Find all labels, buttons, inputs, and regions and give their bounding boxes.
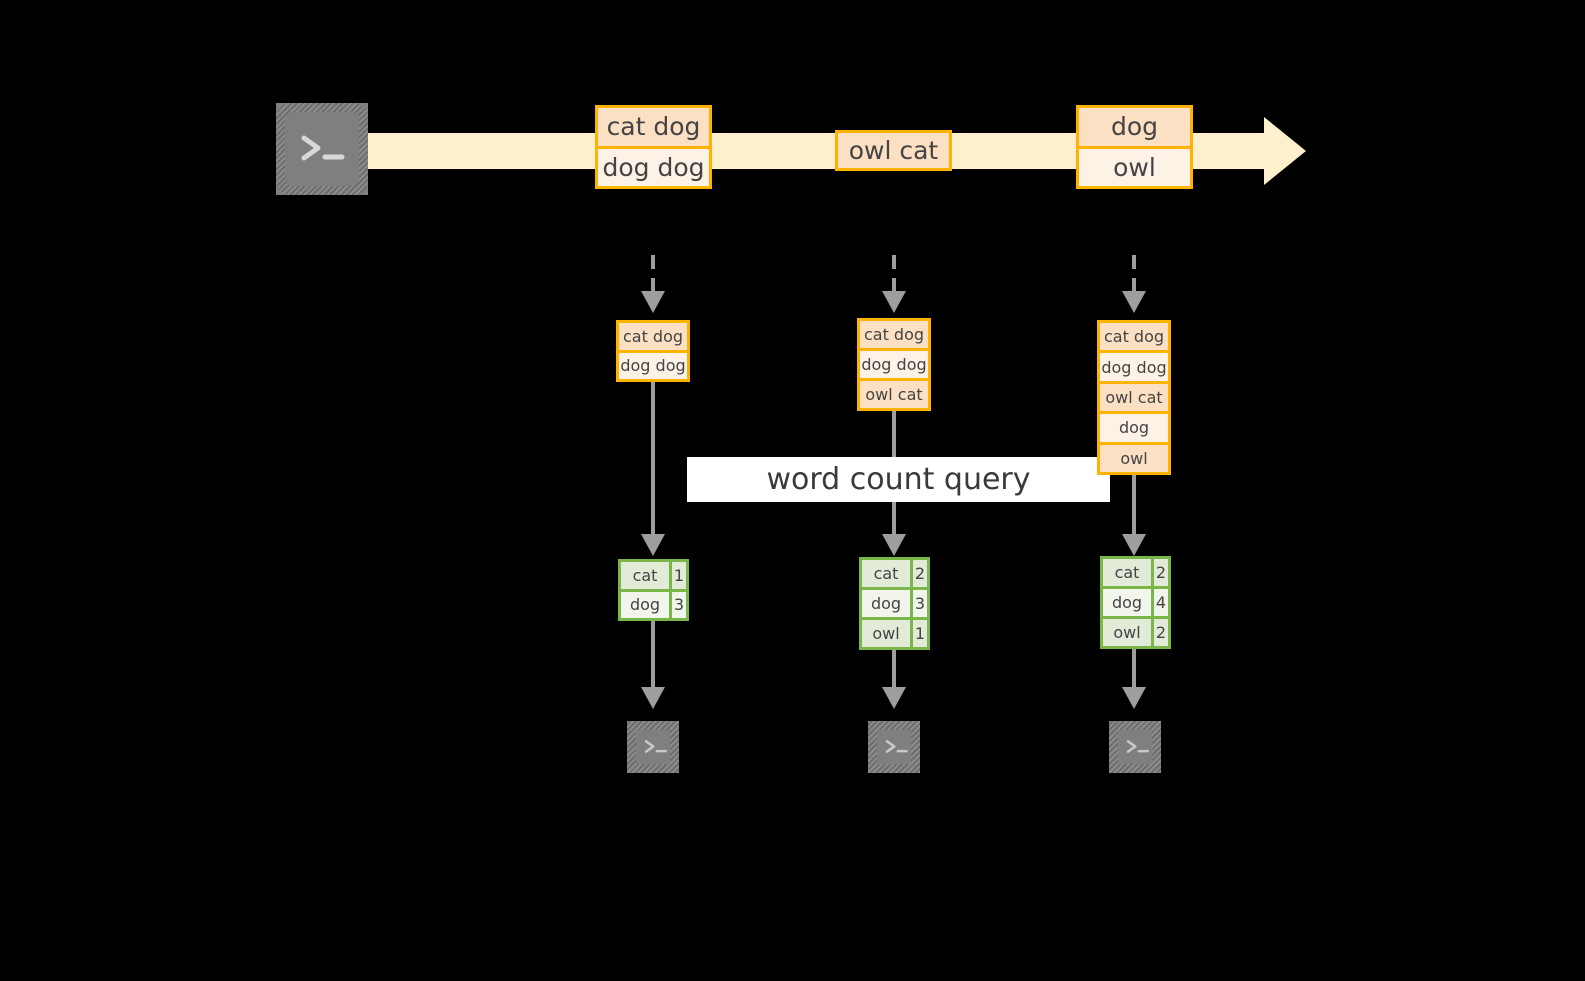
accumulation-stack-2[interactable]: cat dog dog dog owl cat bbox=[857, 318, 931, 411]
connector-stream-to-accum-3 bbox=[1119, 255, 1149, 317]
prompt-glyph-icon bbox=[636, 730, 670, 764]
result-word: cat bbox=[621, 562, 669, 589]
result-row: owl 2 bbox=[1103, 616, 1168, 646]
result-row: cat 1 bbox=[621, 562, 686, 589]
result-word: cat bbox=[862, 560, 910, 587]
accumulation-row: owl cat bbox=[860, 378, 928, 408]
connector-result-to-sink-1 bbox=[638, 621, 668, 713]
stream-batch-2[interactable]: owl cat bbox=[835, 130, 952, 171]
connector-stream-to-accum-1 bbox=[638, 255, 668, 317]
connector-stream-to-accum-2 bbox=[879, 255, 909, 317]
stream-arrowhead bbox=[1264, 117, 1306, 185]
result-count: 1 bbox=[669, 562, 686, 589]
stream-batch-1[interactable]: cat dog dog dog bbox=[595, 105, 712, 189]
result-word: dog bbox=[621, 591, 669, 618]
result-table-1[interactable]: cat 1 dog 3 bbox=[618, 559, 689, 621]
stream-batch-2-line: owl cat bbox=[838, 133, 949, 168]
accumulation-row: dog dog bbox=[1100, 350, 1168, 381]
connector-result-to-sink-3 bbox=[1119, 649, 1149, 713]
accumulation-row: cat dog bbox=[619, 323, 687, 350]
query-label-band: word count query bbox=[687, 457, 1110, 502]
result-count: 2 bbox=[910, 560, 927, 587]
stream-batch-1-line: cat dog bbox=[598, 108, 709, 146]
result-word: dog bbox=[1103, 589, 1151, 616]
result-word: owl bbox=[1103, 619, 1151, 646]
prompt-glyph-icon bbox=[877, 730, 911, 764]
result-table-2[interactable]: cat 2 dog 3 owl 1 bbox=[859, 557, 930, 650]
result-count: 3 bbox=[669, 591, 686, 618]
stream-batch-3-line: dog bbox=[1079, 108, 1190, 146]
accumulation-row: dog bbox=[1100, 411, 1168, 442]
result-row: cat 2 bbox=[862, 560, 927, 587]
result-row: dog 4 bbox=[1103, 586, 1168, 616]
result-word: owl bbox=[862, 620, 910, 647]
result-count: 4 bbox=[1151, 589, 1168, 616]
result-count: 3 bbox=[910, 590, 927, 617]
accumulation-row: cat dog bbox=[1100, 323, 1168, 351]
result-count: 2 bbox=[1151, 559, 1168, 586]
connector-result-to-sink-2 bbox=[879, 650, 909, 713]
result-word: cat bbox=[1103, 559, 1151, 586]
result-word: dog bbox=[862, 590, 910, 617]
source-terminal[interactable] bbox=[267, 94, 377, 204]
accumulation-row: dog dog bbox=[619, 349, 687, 379]
result-table-3[interactable]: cat 2 dog 4 owl 2 bbox=[1100, 556, 1171, 649]
stream-batch-3[interactable]: dog owl bbox=[1076, 105, 1193, 189]
accumulation-row: cat dog bbox=[860, 321, 928, 348]
accumulation-stack-1[interactable]: cat dog dog dog bbox=[616, 320, 690, 382]
terminal-body bbox=[285, 112, 359, 186]
sink-terminal-2[interactable] bbox=[859, 712, 929, 782]
result-row: owl 1 bbox=[862, 617, 927, 647]
accumulation-row: owl cat bbox=[1100, 380, 1168, 412]
connector-accum-to-result-1 bbox=[638, 382, 668, 560]
stream-batch-3-line: owl bbox=[1079, 145, 1190, 186]
connector-accum-to-result-3 bbox=[1119, 474, 1149, 560]
result-count: 2 bbox=[1151, 619, 1168, 646]
accumulation-stack-3[interactable]: cat dog dog dog owl cat dog owl bbox=[1097, 320, 1171, 475]
sink-terminal-1[interactable] bbox=[618, 712, 688, 782]
stream-batch-1-line: dog dog bbox=[598, 145, 709, 186]
accumulation-row: owl bbox=[1100, 441, 1168, 473]
accumulation-row: dog dog bbox=[860, 348, 928, 378]
result-row: dog 3 bbox=[862, 587, 927, 617]
query-label: word count query bbox=[766, 462, 1031, 497]
sink-terminal-3[interactable] bbox=[1100, 712, 1170, 782]
result-count: 1 bbox=[910, 620, 927, 647]
result-row: dog 3 bbox=[621, 588, 686, 618]
prompt-glyph-icon bbox=[1118, 730, 1152, 764]
result-row: cat 2 bbox=[1103, 559, 1168, 586]
prompt-glyph-icon bbox=[285, 112, 359, 186]
